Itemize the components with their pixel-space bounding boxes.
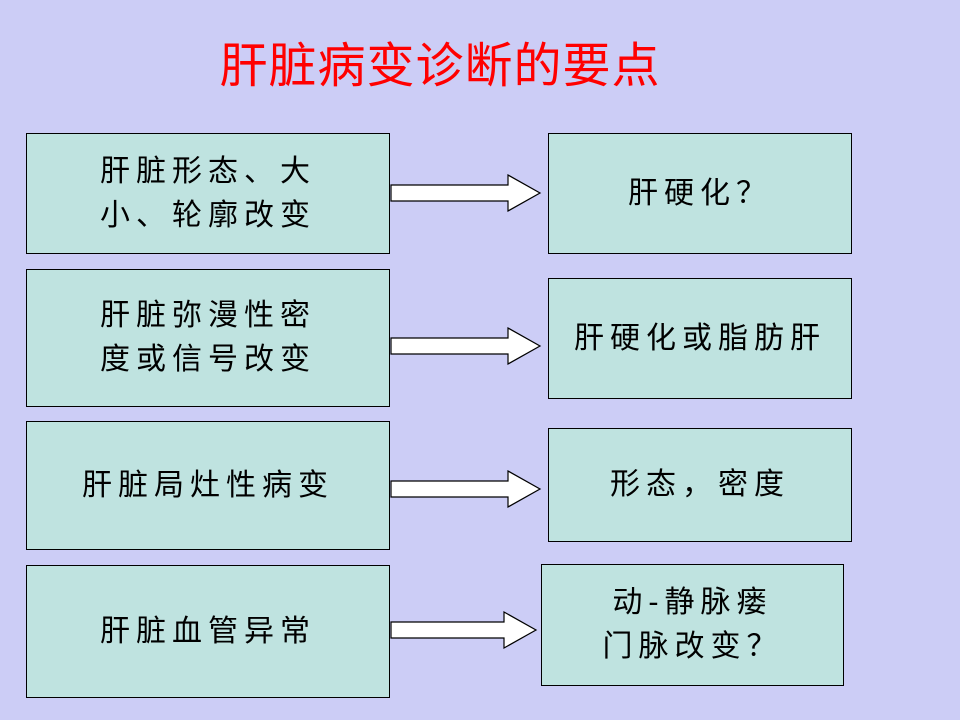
left-box-line: 度或信号改变: [100, 342, 316, 377]
page-title: 肝脏病变诊断的要点: [219, 38, 661, 94]
right-box-line: 动-静脉瘘: [612, 585, 773, 620]
right-box-line: 肝硬化？: [628, 175, 772, 211]
arrow-right-icon: [390, 173, 542, 213]
arrow-right-icon: [390, 610, 538, 650]
left-box-vascular-abnormality: 肝脏血管异常: [26, 565, 390, 698]
left-box-shape-size: 肝脏形态、大 小、轮廓改变: [26, 133, 390, 254]
left-box-line: 肝脏弥漫性密: [100, 298, 316, 333]
right-box-cirrhosis: 肝硬化？: [548, 133, 852, 254]
right-box-line: 门脉改变？: [602, 629, 783, 664]
left-box-line: 肝脏局灶性病变: [82, 467, 334, 503]
right-box-av-fistula-portal: 动-静脉瘘 门脉改变？: [541, 564, 844, 686]
right-box-cirrhosis-fatty-liver: 肝硬化或脂肪肝: [548, 278, 852, 399]
arrow-right-icon: [390, 469, 542, 509]
left-box-line: 肝脏形态、大: [100, 153, 316, 189]
right-box-shape-density: 形态，密度: [548, 428, 852, 542]
arrow-right-icon: [390, 326, 542, 366]
right-box-line: 形态，密度: [610, 467, 790, 502]
left-box-line: 肝脏血管异常: [100, 613, 316, 649]
right-box-line: 肝硬化或脂肪肝: [574, 320, 826, 356]
left-box-line: 小、轮廓改变: [100, 197, 316, 233]
left-box-focal-lesion: 肝脏局灶性病变: [26, 421, 390, 550]
left-box-diffuse-density: 肝脏弥漫性密 度或信号改变: [26, 269, 390, 407]
